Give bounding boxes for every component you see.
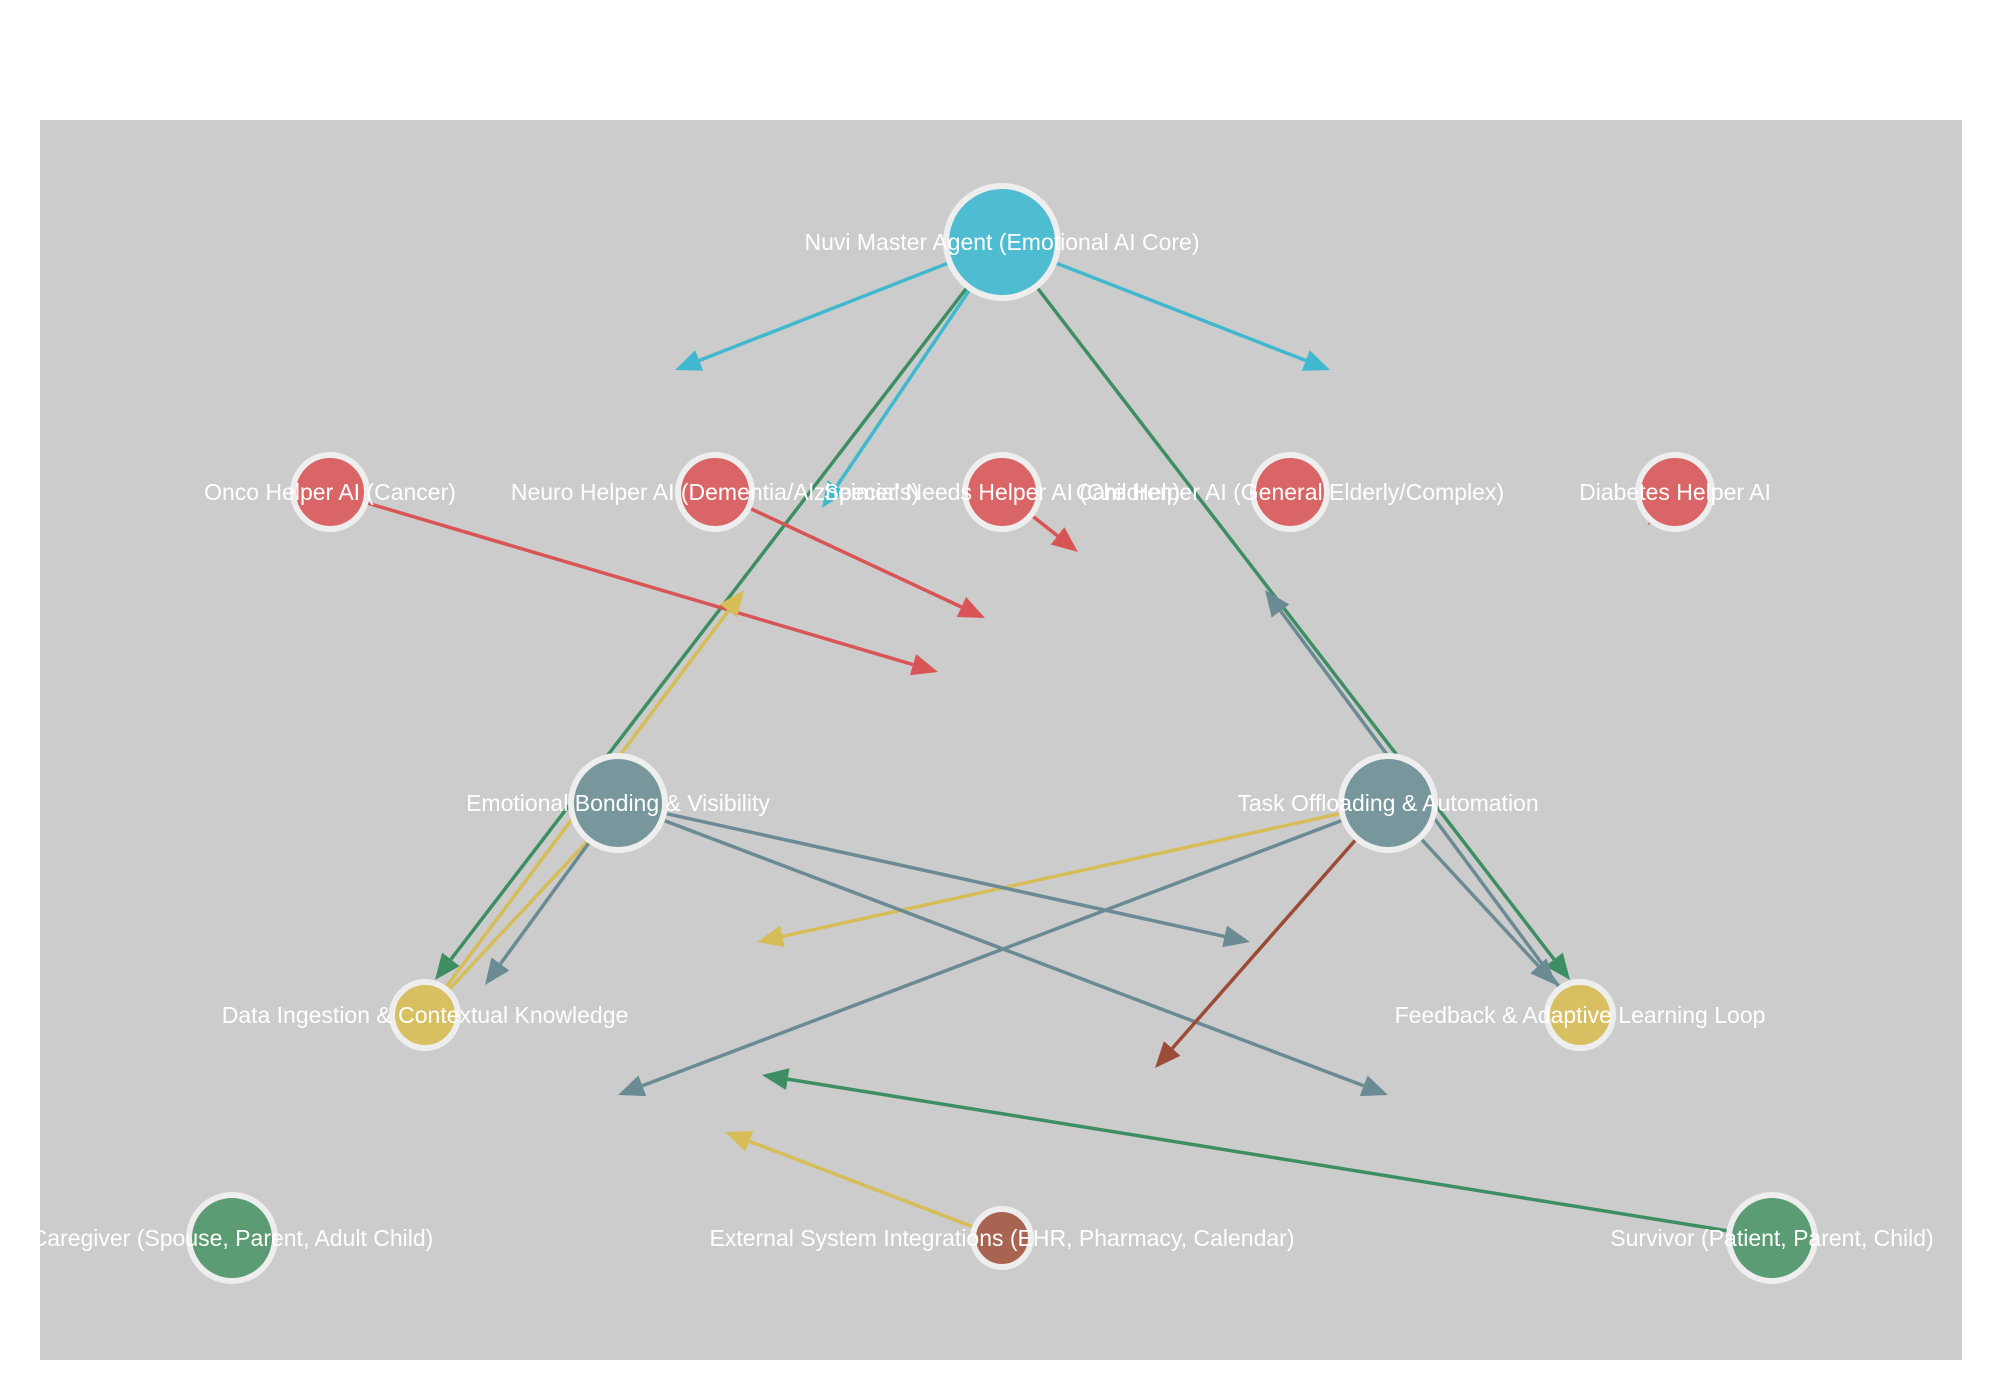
edge-arrowhead (1222, 925, 1250, 948)
edge-line (1170, 801, 1390, 1050)
edge-task-caregiver (618, 801, 1389, 1097)
edge-arrowhead (485, 957, 510, 985)
node-diabetes[interactable] (1635, 452, 1715, 532)
edge-arrowhead (956, 597, 985, 618)
node-emotional[interactable] (568, 753, 668, 853)
node-label-master: Nuvi Master Agent (Emotional AI Core) (805, 229, 1200, 255)
edge-line (787, 1077, 1773, 1240)
node-label-neuro: Neuro Helper AI (Dementia/Alzheimer's) (511, 479, 919, 505)
edge-arrowhead (719, 590, 744, 618)
node-care[interactable] (1250, 452, 1330, 532)
edge-task-data (757, 801, 1389, 948)
edge-line (748, 1139, 1003, 1240)
edge-onco-emotional (329, 490, 938, 676)
node-label-caregiver: Caregiver (Spouse, Parent, Adult Child) (31, 1225, 434, 1251)
edge-line (714, 490, 963, 609)
edge-arrowhead (1050, 527, 1078, 552)
edge-arrowhead (1530, 958, 1556, 985)
node-external[interactable] (970, 1206, 1034, 1270)
plot-background (40, 120, 1962, 1360)
node-label-diabetes: Diabetes Helper AI (1579, 479, 1771, 505)
edge-line (617, 801, 1365, 1088)
edge-arrowhead (725, 1131, 754, 1152)
edge-arrowhead (435, 952, 460, 980)
node-survivor[interactable] (1726, 1192, 1818, 1284)
node-caregiver[interactable] (186, 1192, 278, 1284)
edge-arrowhead (1155, 1041, 1181, 1068)
edge-arrowhead (909, 654, 938, 676)
edge-arrowhead (1359, 1075, 1388, 1097)
edge-line (782, 801, 1389, 939)
edge-arrowhead (1545, 952, 1570, 980)
node-onco[interactable] (290, 452, 370, 532)
node-data[interactable] (389, 979, 461, 1051)
edge-line (641, 801, 1389, 1088)
edge-external-data (725, 1131, 1003, 1240)
edge-emotional-feedback (617, 801, 1388, 1097)
edge-line (329, 490, 914, 667)
edge-emotional-task (617, 801, 1250, 948)
edge-arrowhead (762, 1068, 790, 1091)
node-neuro[interactable] (675, 452, 755, 532)
edge-survivor-emotional (762, 1068, 1773, 1240)
node-label-onco: Onco Helper AI (Cancer) (204, 479, 456, 505)
edge-line (617, 801, 1225, 939)
labels-layer: Nuvi Master Agent (Emotional AI Core) Onc… (31, 229, 1934, 1251)
edge-task-external (1155, 801, 1390, 1068)
edge-arrowhead (675, 350, 704, 371)
edge-arrowhead (822, 480, 846, 508)
node-label-external: External System Integrations (EHR, Pharm… (709, 1225, 1294, 1251)
node-label-data: Data Ingestion & Contextual Knowledge (222, 1002, 629, 1028)
edge-arrowhead (757, 925, 785, 948)
node-feedback[interactable] (1544, 979, 1616, 1051)
edge-arrowhead (618, 1075, 647, 1097)
edge-neuro-emotional (714, 490, 985, 618)
nodes-layer (186, 183, 1818, 1284)
node-task[interactable] (1338, 753, 1438, 853)
edge-arrowhead (1265, 590, 1290, 618)
node-label-survivor: Survivor (Patient, Parent, Child) (1610, 1225, 1933, 1251)
node-master[interactable] (943, 183, 1061, 301)
node-label-emotional: Emotional Bonding & Visibility (466, 790, 770, 816)
node-label-task: Task Offloading & Automation (1237, 790, 1538, 816)
node-label-special: Special Needs Helper AI (Children) (824, 479, 1181, 505)
edge-line (423, 815, 612, 1017)
node-special[interactable] (962, 452, 1042, 532)
node-label-feedback: Feedback & Adaptive Learning Loop (1395, 1002, 1766, 1028)
node-label-care: Care Helper AI (General Elderly/Complex) (1076, 479, 1504, 505)
edge-arrowhead (1301, 350, 1330, 371)
